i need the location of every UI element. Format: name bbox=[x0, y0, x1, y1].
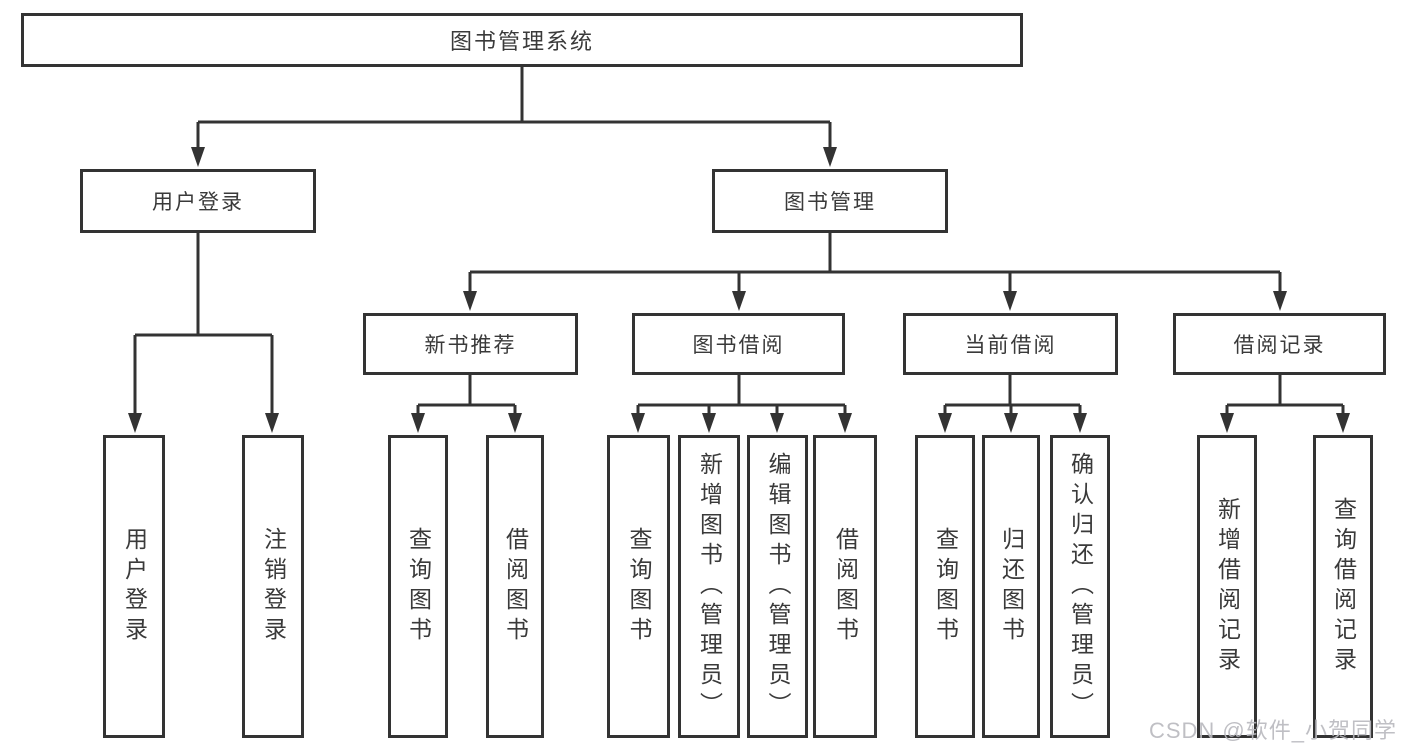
arrow-down-icon bbox=[1073, 413, 1087, 433]
leaf-cb-return-books: 归还图书 bbox=[982, 435, 1040, 738]
arrow-down-icon bbox=[770, 413, 784, 433]
arrow-down-icon bbox=[1004, 413, 1018, 433]
leaf-logout: 注销登录 bbox=[242, 435, 304, 738]
node-borrowing-records: 借阅记录 bbox=[1173, 313, 1386, 375]
arrow-down-icon bbox=[1220, 413, 1234, 433]
leaf-label: 查询图书 bbox=[405, 526, 432, 647]
leaf-label: 查询图书 bbox=[626, 526, 652, 647]
leaf-bb-edit-books-admin: 编辑图书（管理员） bbox=[747, 435, 808, 738]
arrow-down-icon bbox=[128, 413, 142, 433]
node-user-login: 用户登录 bbox=[80, 169, 316, 233]
leaf-label: 借阅图书 bbox=[502, 526, 529, 647]
leaf-nbr-borrow-books: 借阅图书 bbox=[486, 435, 544, 738]
leaf-label: 归还图书 bbox=[998, 526, 1025, 647]
node-new-book-recommendation: 新书推荐 bbox=[363, 313, 578, 375]
leaf-label: 新增图书（管理员） bbox=[696, 451, 723, 722]
arrow-down-icon bbox=[838, 413, 852, 433]
leaf-cb-search-books: 查询图书 bbox=[915, 435, 975, 738]
leaf-label: 查询借阅记录 bbox=[1330, 496, 1357, 677]
leaf-br-add-record: 新增借阅记录 bbox=[1197, 435, 1257, 738]
arrow-down-icon bbox=[1003, 291, 1017, 311]
leaf-label: 编辑图书（管理员） bbox=[765, 451, 791, 722]
leaf-cb-confirm-return-admin: 确认归还（管理员） bbox=[1050, 435, 1110, 738]
arrow-down-icon bbox=[508, 413, 522, 433]
arrow-down-icon bbox=[265, 413, 279, 433]
arrow-down-icon bbox=[732, 291, 746, 311]
arrow-down-icon bbox=[463, 291, 477, 311]
leaf-br-search-record: 查询借阅记录 bbox=[1313, 435, 1373, 738]
leaf-bb-borrow-books: 借阅图书 bbox=[813, 435, 877, 738]
arrow-down-icon bbox=[631, 413, 645, 433]
node-current-borrowing: 当前借阅 bbox=[903, 313, 1118, 375]
leaf-bb-add-books-admin: 新增图书（管理员） bbox=[678, 435, 740, 738]
arrow-down-icon bbox=[1336, 413, 1350, 433]
node-library-system: 图书管理系统 bbox=[21, 13, 1023, 67]
leaf-user-login: 用户登录 bbox=[103, 435, 165, 738]
node-book-management: 图书管理 bbox=[712, 169, 948, 233]
leaf-label: 注销登录 bbox=[260, 526, 287, 647]
leaf-label: 确认归还（管理员） bbox=[1067, 451, 1094, 722]
arrow-down-icon bbox=[938, 413, 952, 433]
leaf-label: 用户登录 bbox=[121, 526, 148, 647]
leaf-label: 查询图书 bbox=[932, 526, 959, 647]
leaf-bb-search-books: 查询图书 bbox=[607, 435, 670, 738]
arrow-down-icon bbox=[702, 413, 716, 433]
leaf-nbr-search-books: 查询图书 bbox=[388, 435, 448, 738]
arrow-down-icon bbox=[1273, 291, 1287, 311]
arrow-down-icon bbox=[411, 413, 425, 433]
node-book-borrowing: 图书借阅 bbox=[632, 313, 845, 375]
leaf-label: 新增借阅记录 bbox=[1214, 496, 1241, 677]
arrow-down-icon bbox=[823, 147, 837, 167]
arrow-down-icon bbox=[191, 147, 205, 167]
watermark: CSDN @软件_小贺同学 bbox=[1148, 718, 1397, 743]
leaf-label: 借阅图书 bbox=[832, 526, 859, 647]
